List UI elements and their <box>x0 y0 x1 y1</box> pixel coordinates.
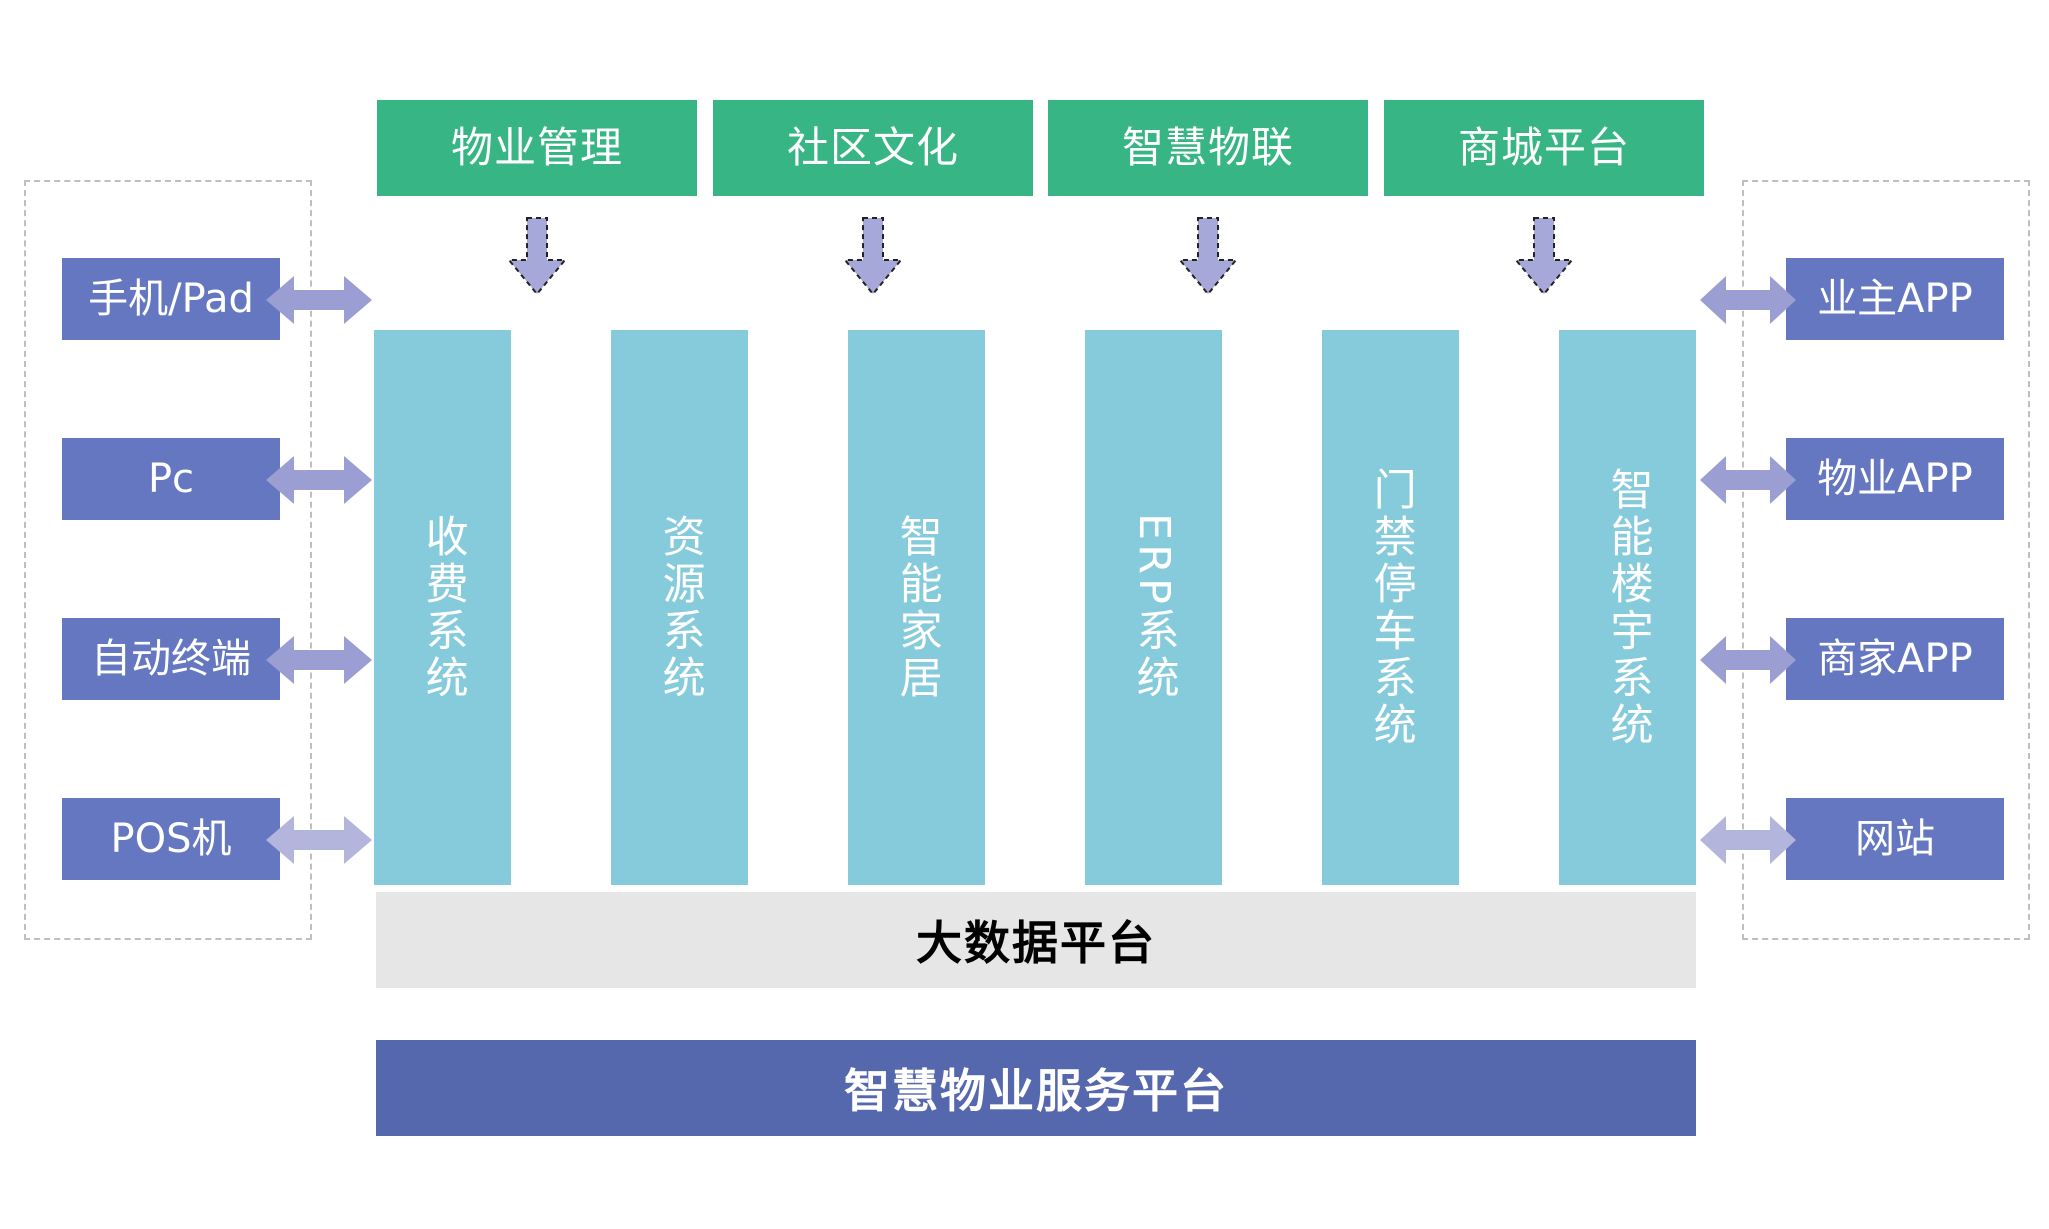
system-label: 智能家居 <box>892 513 943 702</box>
system-label: 智能楼宇系统 <box>1603 466 1654 749</box>
client-box-merchant-app[interactable]: 商家APP <box>1786 618 2004 700</box>
terminal-box-phone-pad[interactable]: 手机/Pad <box>62 258 280 340</box>
channel-label: 社区文化 <box>786 122 959 172</box>
big-data-platform-label: 大数据平台 <box>916 916 1156 970</box>
system-column-charging[interactable]: 收费系统 <box>374 330 511 885</box>
client-label: 商家APP <box>1817 636 1973 682</box>
system-column-access-parking[interactable]: 门禁停车系统 <box>1322 330 1459 885</box>
big-data-platform-bar[interactable]: 大数据平台 <box>376 892 1696 988</box>
system-column-resource[interactable]: 资源系统 <box>611 330 748 885</box>
terminal-box-pos[interactable]: POS机 <box>62 798 280 880</box>
service-platform-label: 智慧物业服务平台 <box>844 1064 1228 1118</box>
channel-box-community-culture[interactable]: 社区文化 <box>713 100 1033 196</box>
terminal-box-pc[interactable]: Pc <box>62 438 280 520</box>
down-arrow-smart-iot <box>1176 216 1240 296</box>
down-arrow-property-management <box>505 216 569 296</box>
terminal-label: 自动终端 <box>91 636 251 682</box>
down-arrow-community-culture <box>841 216 905 296</box>
client-box-owner-app[interactable]: 业主APP <box>1786 258 2004 340</box>
terminal-label: POS机 <box>110 816 232 862</box>
channel-box-property-management[interactable]: 物业管理 <box>377 100 697 196</box>
system-label: 资源系统 <box>655 513 706 702</box>
system-label: ERP系统 <box>1129 513 1180 702</box>
client-label: 业主APP <box>1817 276 1973 322</box>
client-box-property-app[interactable]: 物业APP <box>1786 438 2004 520</box>
client-label: 物业APP <box>1817 456 1973 502</box>
channel-box-mall-platform[interactable]: 商城平台 <box>1384 100 1704 196</box>
channel-box-smart-iot[interactable]: 智慧物联 <box>1048 100 1368 196</box>
right-clients-frame <box>1742 180 2030 940</box>
channel-label: 物业管理 <box>450 122 623 172</box>
client-label: 网站 <box>1855 816 1935 862</box>
client-box-website[interactable]: 网站 <box>1786 798 2004 880</box>
service-platform-bar[interactable]: 智慧物业服务平台 <box>376 1040 1696 1136</box>
terminal-label: 手机/Pad <box>88 276 254 322</box>
down-arrow-mall-platform <box>1512 216 1576 296</box>
system-label: 收费系统 <box>418 513 469 702</box>
system-column-smart-building[interactable]: 智能楼宇系统 <box>1559 330 1696 885</box>
system-column-erp[interactable]: ERP系统 <box>1085 330 1222 885</box>
channel-label: 商城平台 <box>1457 122 1630 172</box>
terminal-label: Pc <box>147 456 195 502</box>
channel-label: 智慧物联 <box>1121 122 1294 172</box>
system-column-smart-home[interactable]: 智能家居 <box>848 330 985 885</box>
system-label: 门禁停车系统 <box>1366 466 1417 749</box>
left-terminals-frame <box>24 180 312 940</box>
terminal-box-self-service[interactable]: 自动终端 <box>62 618 280 700</box>
